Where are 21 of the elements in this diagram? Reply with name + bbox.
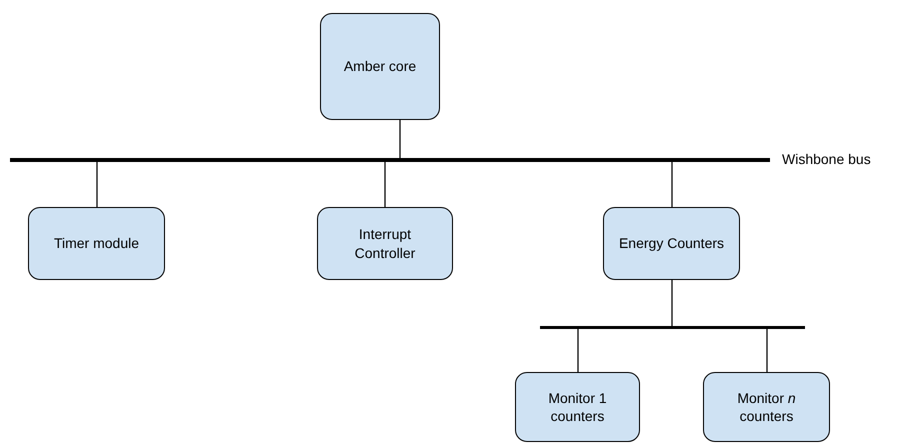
connector-line [96,162,98,207]
bus-line [540,326,805,329]
module-label: Amber core [344,57,416,76]
module-box [317,207,453,280]
connector-line [577,329,579,372]
module-box [515,372,640,442]
connector-line [399,120,401,158]
module-label: Timer module [54,234,140,253]
module-box [603,207,740,280]
connector-line [766,329,768,372]
module-box [703,372,830,442]
module-label: Energy Counters [618,234,724,253]
connector-line [671,162,673,207]
module-label: Monitor n counters [736,388,797,426]
connector-line [671,280,673,326]
module-box [320,13,440,120]
module-label: Interrupt Controller [354,225,416,262]
module-box [28,207,165,280]
connector-line [384,162,386,207]
bus-label: Wishbone bus [782,151,871,167]
module-label: Monitor 1 counters [547,388,608,426]
